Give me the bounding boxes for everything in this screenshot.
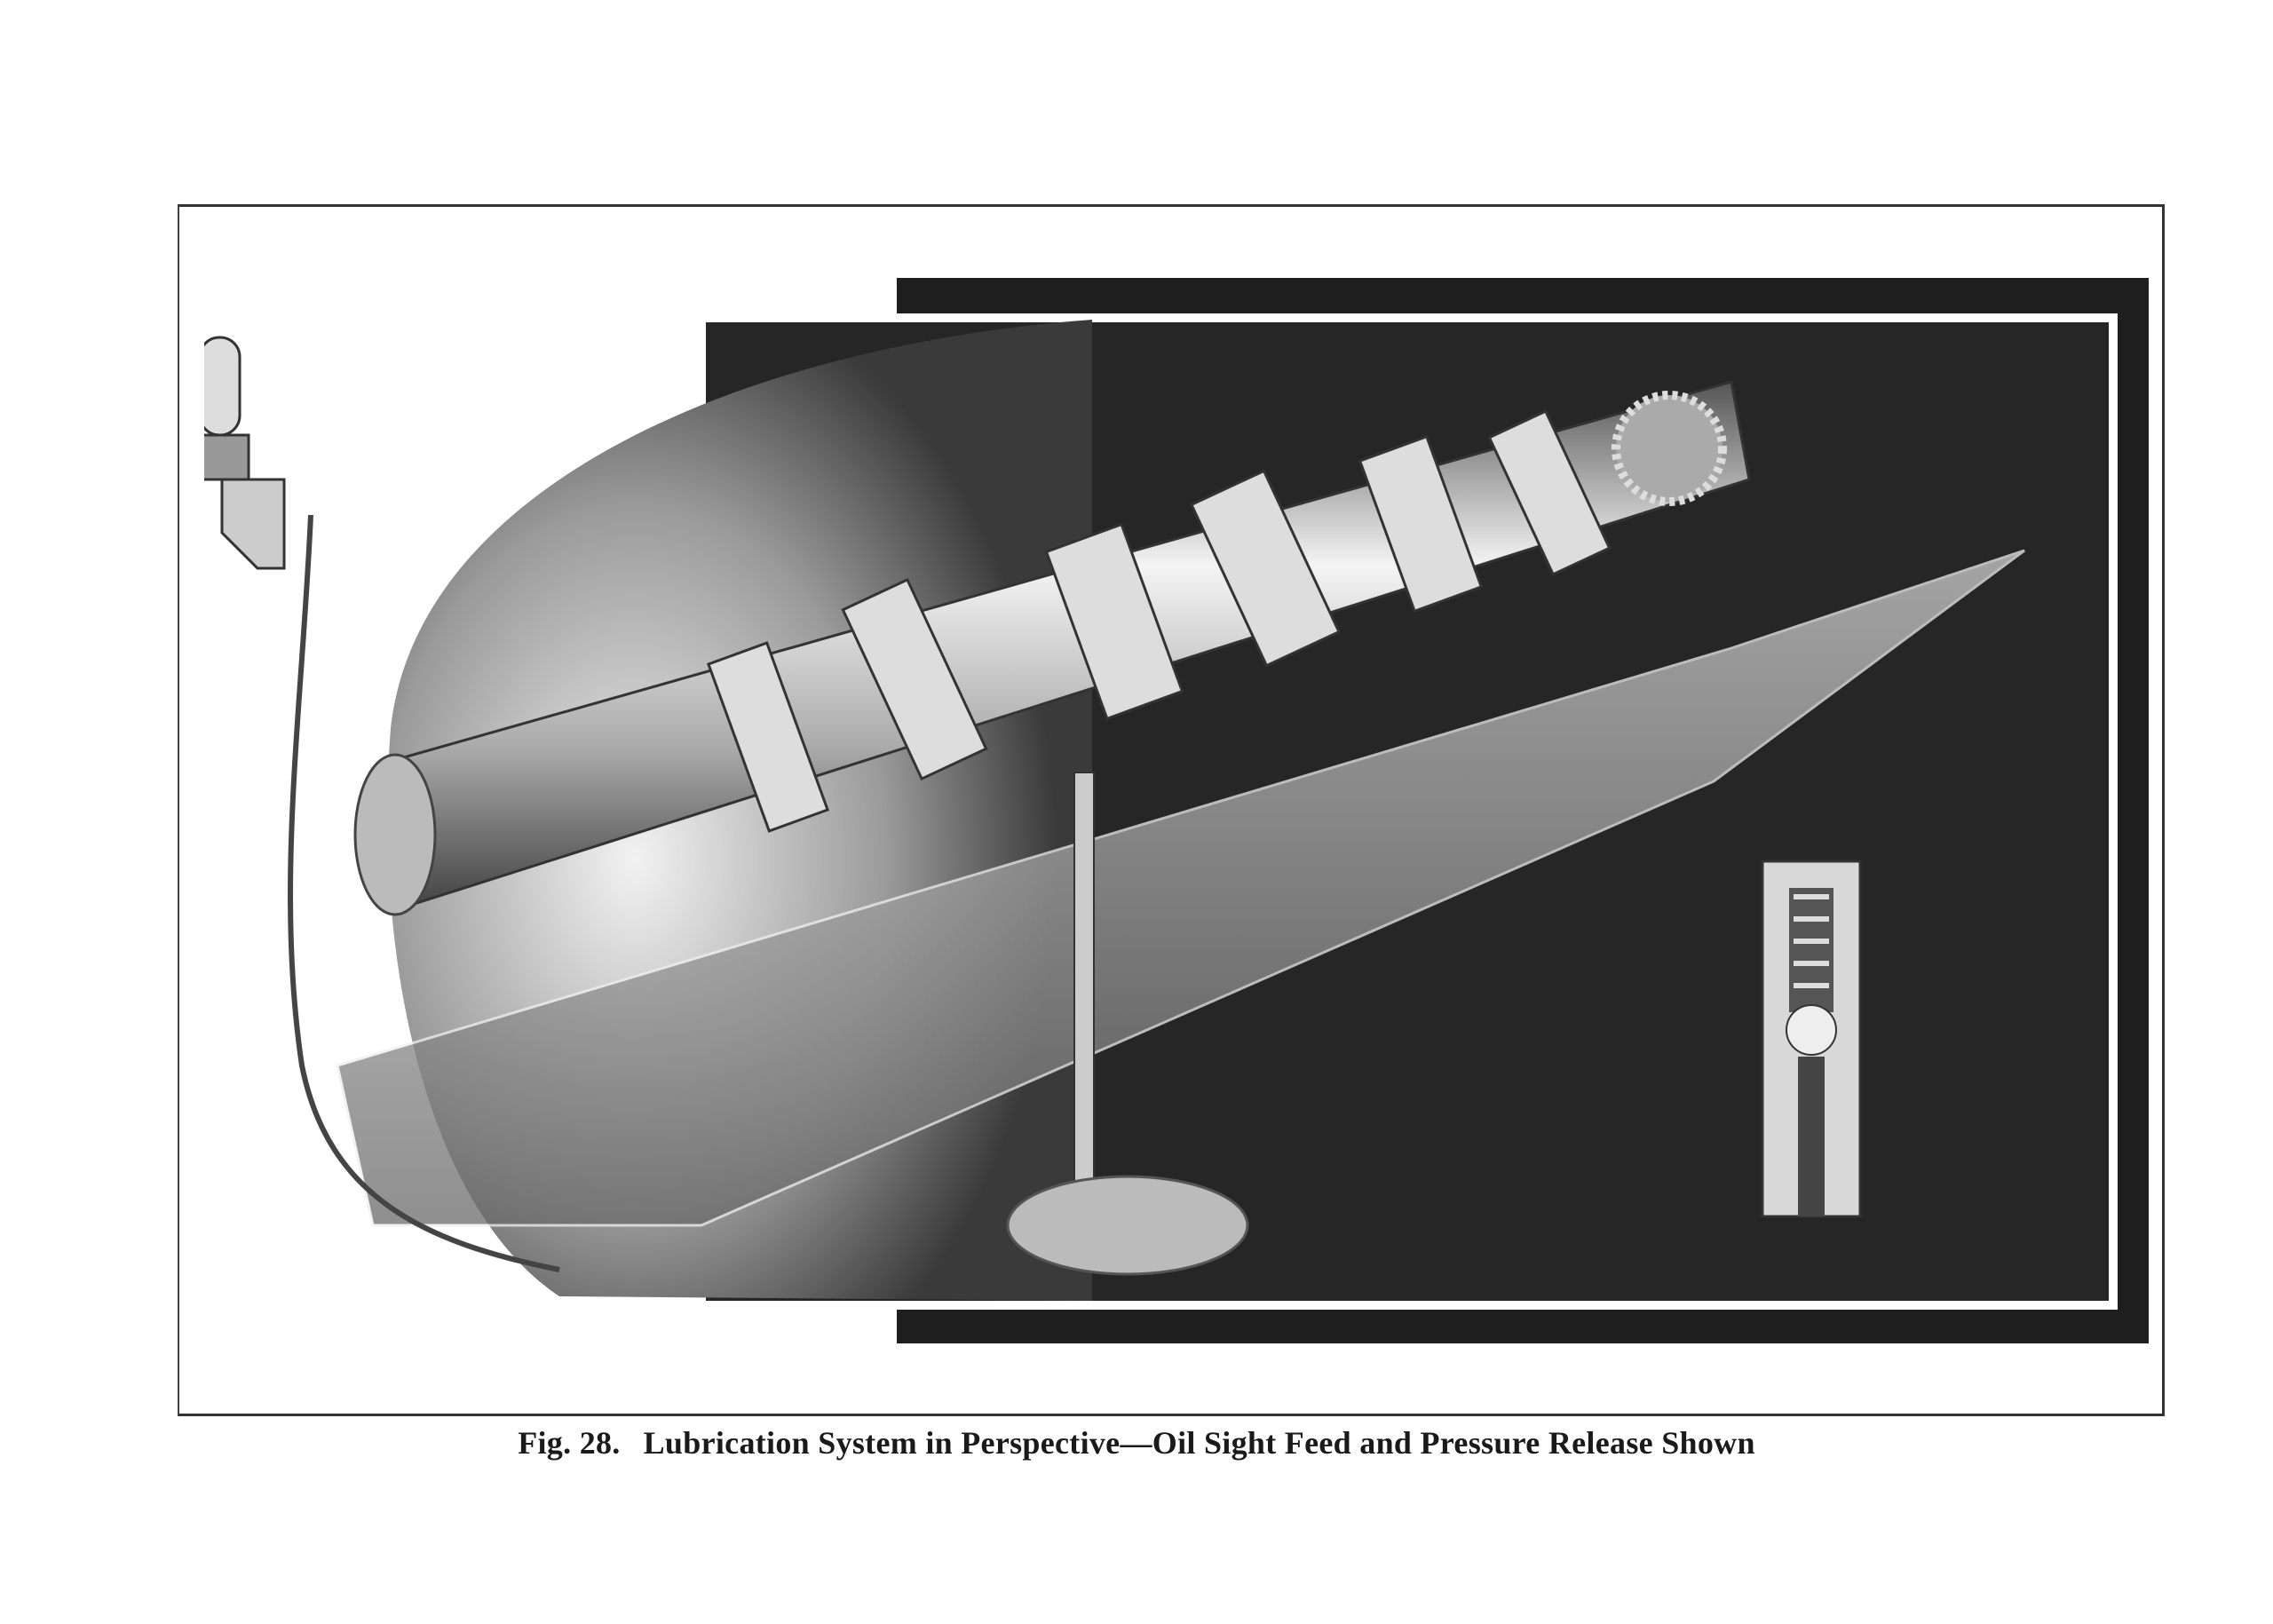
crankshaft xyxy=(353,380,1751,916)
lubrication-system-illustration xyxy=(204,278,2149,1343)
oil-pump-shaft xyxy=(1073,772,1095,1235)
pressure-release-valve xyxy=(1761,860,1862,1218)
oil-sight-feed xyxy=(204,336,560,1272)
figure-caption: Fig. 28. Lubrication System in Perspectiv… xyxy=(0,1424,2273,1462)
figure-caption-text: Lubrication System in Perspective—Oil Si… xyxy=(643,1425,1755,1461)
timing-gear xyxy=(1612,391,1727,506)
oil-pan xyxy=(336,549,2025,1227)
figure-frame xyxy=(178,204,2165,1416)
figure-number: Fig. 28. xyxy=(518,1425,621,1461)
oil-pump-base xyxy=(1006,1175,1249,1276)
